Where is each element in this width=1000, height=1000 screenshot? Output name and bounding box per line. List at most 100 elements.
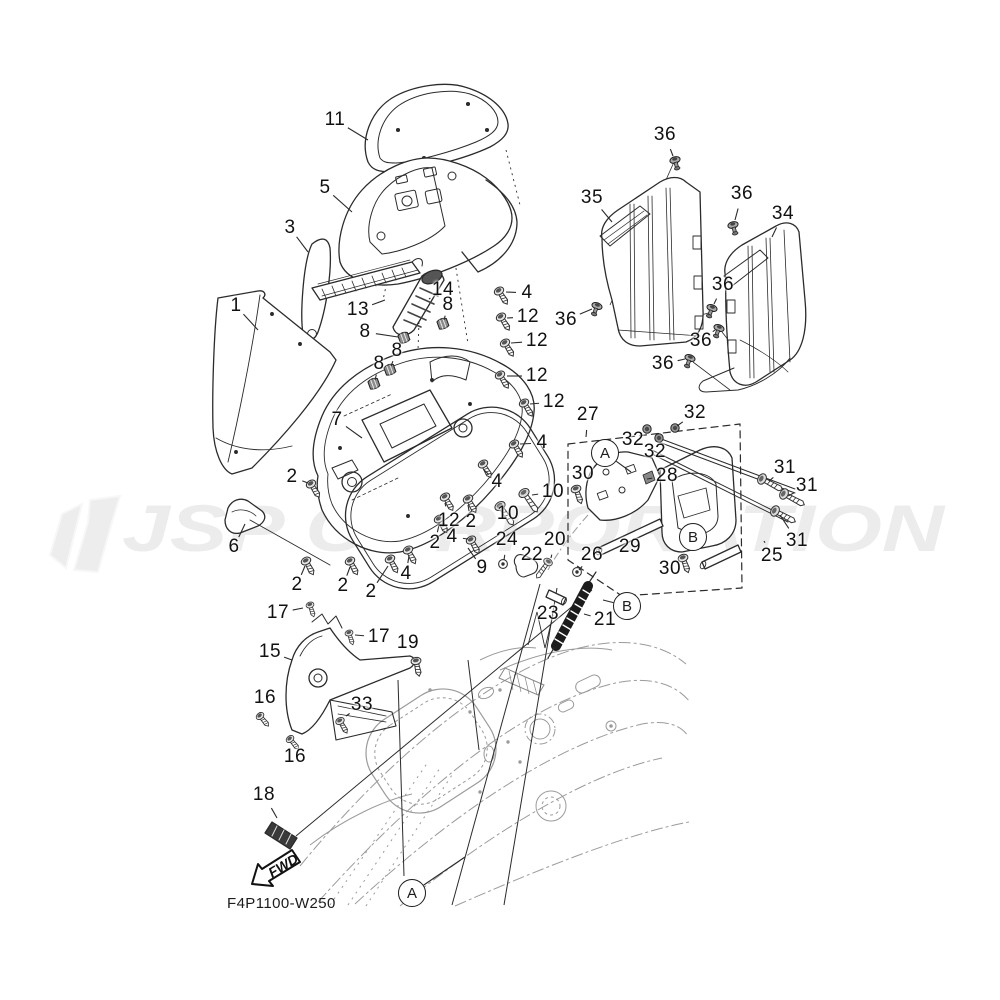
callout-24: 24 (495, 529, 519, 550)
leader-line (347, 127, 369, 141)
leader-line (531, 493, 539, 496)
leader-line (354, 634, 365, 637)
leader-line (602, 599, 614, 604)
callout-2: 2 (286, 466, 298, 487)
leader-line (270, 807, 278, 819)
callout-22: 22 (520, 544, 544, 565)
leader-line (550, 554, 553, 559)
callout-11: 11 (324, 109, 346, 130)
callout-10: 10 (496, 503, 520, 524)
leader-line (300, 565, 306, 576)
hood-part (338, 157, 518, 286)
callout-32: 32 (683, 402, 707, 423)
leader-line (676, 421, 684, 427)
spring-part (547, 571, 597, 659)
hull-outline (299, 514, 691, 907)
leader-line (483, 469, 490, 475)
leader-line (243, 313, 259, 331)
leader-line (346, 566, 351, 576)
callout-7: 7 (331, 409, 343, 430)
callout-31: 31 (785, 530, 809, 551)
leader-line (436, 524, 440, 533)
leader-line (371, 299, 386, 306)
callout-20: 20 (543, 529, 567, 550)
callout-32: 32 (643, 441, 667, 462)
callout-19: 19 (396, 632, 420, 653)
fwd-arrow: FWD (251, 849, 301, 887)
grip-part (392, 269, 445, 336)
callout-8: 8 (373, 353, 385, 374)
callout-36: 36 (689, 330, 713, 351)
callout-30: 30 (571, 463, 595, 484)
callout-14: 14 (431, 279, 455, 300)
callout-18: 18 (252, 784, 276, 805)
callout-35: 35 (580, 187, 604, 208)
leader-line (407, 555, 410, 564)
callout-31: 31 (773, 457, 797, 478)
ref-marker-A: A (398, 879, 426, 907)
callout-36: 36 (651, 353, 675, 374)
leader-line (601, 209, 613, 223)
gasket-part (344, 406, 556, 590)
callout-36: 36 (730, 183, 754, 204)
leader-line (444, 502, 447, 507)
mat-left-part (599, 176, 704, 347)
pad-part (224, 498, 331, 566)
callout-4: 4 (521, 282, 533, 303)
callout-17: 17 (367, 626, 391, 647)
callout-9: 9 (476, 557, 488, 578)
leader-line (428, 297, 431, 300)
callout-33: 33 (350, 694, 374, 715)
leader-line (332, 194, 353, 213)
callout-16: 16 (283, 746, 307, 767)
leader-line (302, 480, 309, 484)
leader-line (763, 540, 766, 544)
callout-1: 1 (230, 295, 242, 316)
leader-line (615, 460, 632, 473)
leader-line (443, 315, 446, 321)
leader-line (787, 492, 794, 497)
callout-23: 23 (536, 603, 560, 624)
leader-line (503, 554, 506, 561)
leader-line (292, 607, 304, 611)
callout-4: 4 (400, 563, 412, 584)
leader-line (296, 236, 309, 253)
leader-line (713, 298, 718, 305)
callout-25: 25 (760, 545, 784, 566)
clamp-pin-parts (513, 554, 567, 606)
callout-12: 12 (525, 365, 549, 386)
leader-line (583, 613, 591, 617)
callout-30: 30 (658, 558, 682, 579)
callout-36: 36 (653, 124, 677, 145)
callout-36: 36 (554, 309, 578, 330)
callout-8: 8 (391, 340, 403, 361)
leader-line (712, 329, 716, 333)
callout-4: 4 (536, 432, 548, 453)
leader-line (423, 856, 466, 886)
callout-29: 29 (618, 536, 642, 557)
leader-line (669, 148, 674, 157)
leader-line (345, 713, 350, 717)
side-panel-part (212, 290, 337, 475)
callout-15: 15 (258, 641, 282, 662)
callout-4: 4 (491, 471, 503, 492)
callout-27: 27 (576, 404, 600, 425)
parts-artwork (212, 83, 807, 850)
callout-31: 31 (795, 475, 819, 496)
console-part (312, 347, 535, 554)
leader-line (467, 504, 470, 512)
callout-16: 16 (253, 687, 277, 708)
leader-line (771, 227, 778, 238)
callout-26: 26 (580, 544, 604, 565)
leader-line (519, 442, 532, 445)
leader-line (579, 308, 593, 315)
callout-13: 13 (346, 299, 370, 320)
ref-marker-B: B (613, 592, 641, 620)
callout-3: 3 (284, 217, 296, 238)
leader-line (578, 565, 583, 571)
callout-2: 2 (291, 574, 303, 595)
callout-2: 2 (365, 581, 377, 602)
leader-line (283, 656, 293, 661)
callout-2: 2 (337, 575, 349, 596)
